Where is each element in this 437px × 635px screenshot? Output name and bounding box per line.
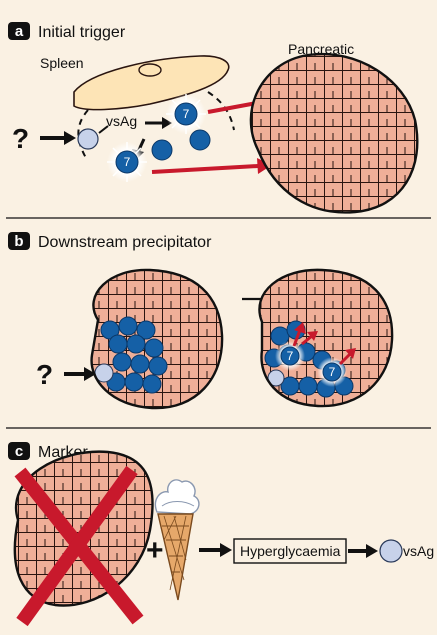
panel-a-question-mark: ? [12, 123, 29, 154]
t-cell-marker: 7 [287, 349, 294, 363]
activated-t-cell-lower: 7 [107, 142, 147, 182]
panel-b-question-mark: ? [36, 359, 53, 390]
panel-b-badge: b [8, 232, 30, 250]
vsag-marker-label: vsAg [403, 543, 434, 559]
t-cell-marker: 7 [124, 155, 131, 169]
panel-a: a Initial trigger Spleen Pancreatic isle… [8, 22, 430, 230]
plus-sign: + [146, 534, 164, 567]
panel-b: b Downstream precipitator ? [8, 232, 398, 417]
arrow-to-hyperglycaemia-head [220, 543, 232, 557]
t-cell [152, 140, 172, 160]
activated-t-cell-b1: 7 [275, 341, 305, 371]
spleen-inner-oval [139, 64, 161, 76]
panel-a-title: Initial trigger [38, 24, 126, 41]
arrow-to-vsag-head [366, 544, 378, 558]
apc-cell [78, 129, 98, 149]
t-cell-marker: 7 [183, 107, 190, 121]
panel-c-letter: c [15, 443, 23, 460]
pancreatic-islet-b-before [80, 262, 230, 417]
panel-b-title: Downstream precipitator [38, 234, 212, 251]
panel-c-badge: c [8, 442, 30, 460]
panel-c: c Marker + Hyperglycaemia vsAg [4, 442, 434, 622]
panel-a-badge: a [8, 22, 30, 40]
panel-a-input-arrowhead [64, 131, 76, 145]
red-arrow-lower [152, 166, 258, 172]
t-cell-marker: 7 [329, 365, 336, 379]
vsag-label: vsAg [106, 113, 137, 129]
panel-b-letter: b [14, 233, 23, 250]
pancreatic-islet-b-after: 7 7 [248, 262, 398, 417]
vsag-marker-cell [380, 540, 402, 562]
panel-a-letter: a [15, 23, 24, 40]
pancreatic-islet-a [230, 40, 430, 230]
activated-t-cell-upper: 7 [166, 94, 206, 134]
t-cell [190, 130, 210, 150]
hyperglycaemia-box: Hyperglycaemia [234, 539, 346, 563]
spleen-label: Spleen [40, 55, 84, 71]
hyperglycaemia-label: Hyperglycaemia [240, 543, 341, 559]
